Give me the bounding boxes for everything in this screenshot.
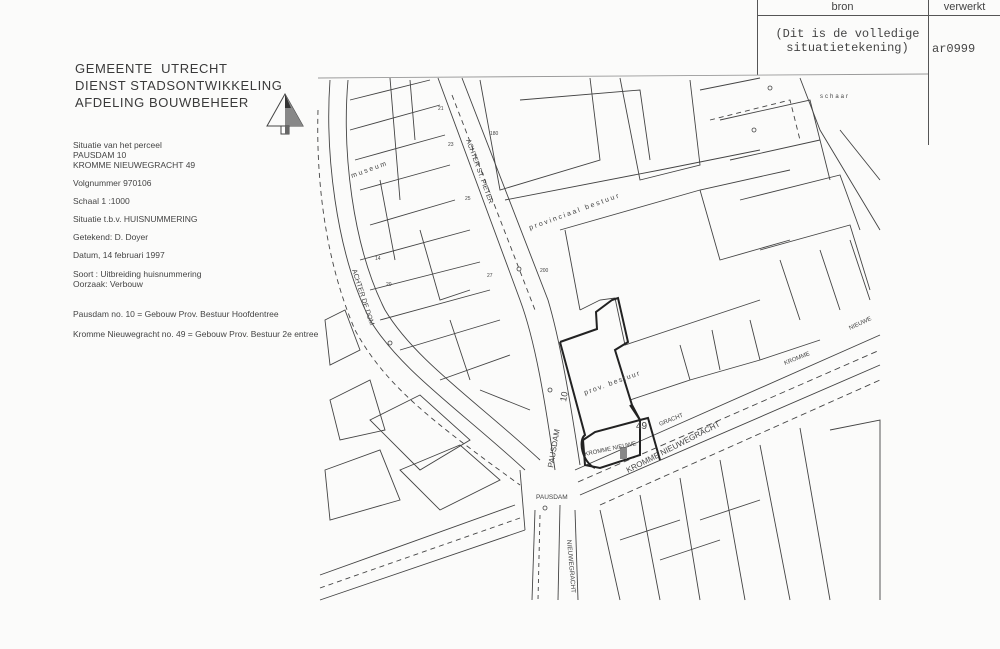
soort: Soort : Uitbreiding huisnummering: [73, 269, 202, 279]
label-prov-bestuur: prov. bestuur: [583, 370, 642, 397]
schaal: Schaal 1 :1000: [73, 196, 130, 206]
bron-line-1: (Dit is de volledige: [775, 27, 920, 41]
bron-value: (Dit is de volledige situatietekening): [770, 27, 925, 55]
number-25: 25: [465, 196, 471, 202]
house-number-10: 10: [558, 391, 570, 403]
note-kromme-nieuwegracht: Kromme Nieuwegracht no. 49 = Gebouw Prov…: [73, 329, 319, 339]
getekend: Getekend: D. Doyer: [73, 232, 149, 242]
verwerkt-header: verwerkt: [943, 1, 986, 13]
municipality-header: GEMEENTE UTRECHT DIENST STADSONTWIKKELIN…: [75, 60, 283, 111]
road-achter-st-pieter: [437, 77, 556, 471]
verwerkt-value: ar0999: [932, 42, 976, 56]
header-line-1: GEMEENTE UTRECHT: [75, 61, 228, 76]
north-arrow-icon: [266, 92, 304, 135]
label-museum: museum: [350, 160, 389, 180]
number-20: 20: [386, 282, 392, 288]
road-achter-de-dom: [328, 79, 526, 471]
number-14: 14: [375, 256, 381, 262]
number-27: 27: [487, 273, 493, 279]
highlighted-parcel: [559, 296, 661, 470]
bron-header: bron: [831, 1, 854, 13]
parcel-info: Situatie van het perceel PAUSDAM 10 KROM…: [73, 140, 195, 170]
label-pausdam-street: PAUSDAM: [546, 428, 562, 468]
header-line-2: DIENST STADSONTWIKKELING: [75, 78, 283, 93]
house-number-49: 49: [636, 421, 648, 432]
map-linework: [317, 73, 929, 601]
address-2: KROMME NIEUWEGRACHT 49: [73, 160, 196, 170]
label-pausdam-square: PAUSDAM: [536, 494, 568, 501]
number-180: 180: [490, 131, 499, 137]
bron-line-2: situatietekening): [786, 41, 909, 55]
situatie-label: Situatie van het perceel: [73, 140, 162, 150]
note-pausdam: Pausdam no. 10 = Gebouw Prov. Bestuur Ho…: [73, 309, 279, 319]
lamp-post-icons: [387, 85, 773, 511]
label-gracht: GRACHT: [659, 413, 685, 428]
number-200: 200: [540, 268, 549, 274]
label-schaar: schaar: [820, 94, 850, 100]
label-nieuwe-right: NIEUWE: [848, 316, 872, 332]
entrance-marker: [620, 447, 627, 459]
address-1: PAUSDAM 10: [73, 150, 127, 160]
number-23: 23: [448, 142, 454, 148]
datum: Datum, 14 februari 1997: [73, 250, 165, 260]
label-nieuwegracht: NIEUWEGRACHT: [565, 540, 577, 594]
oorzaak: Oorzaak: Verbouw: [73, 279, 143, 289]
header-line-3: AFDELING BOUWBEHEER: [75, 95, 249, 110]
volgnummer: Volgnummer 970106: [73, 178, 152, 188]
label-kromme-nieuwe: KROMME NIEUWE: [584, 441, 637, 458]
number-21: 21: [438, 106, 444, 112]
label-kromme-right: KROMME: [784, 351, 811, 367]
situatie-tbv: Situatie t.b.v. HUISNUMMERING: [73, 214, 198, 224]
soort-oorzaak: Soort : Uitbreiding huisnummering Oorzaa…: [73, 269, 202, 289]
